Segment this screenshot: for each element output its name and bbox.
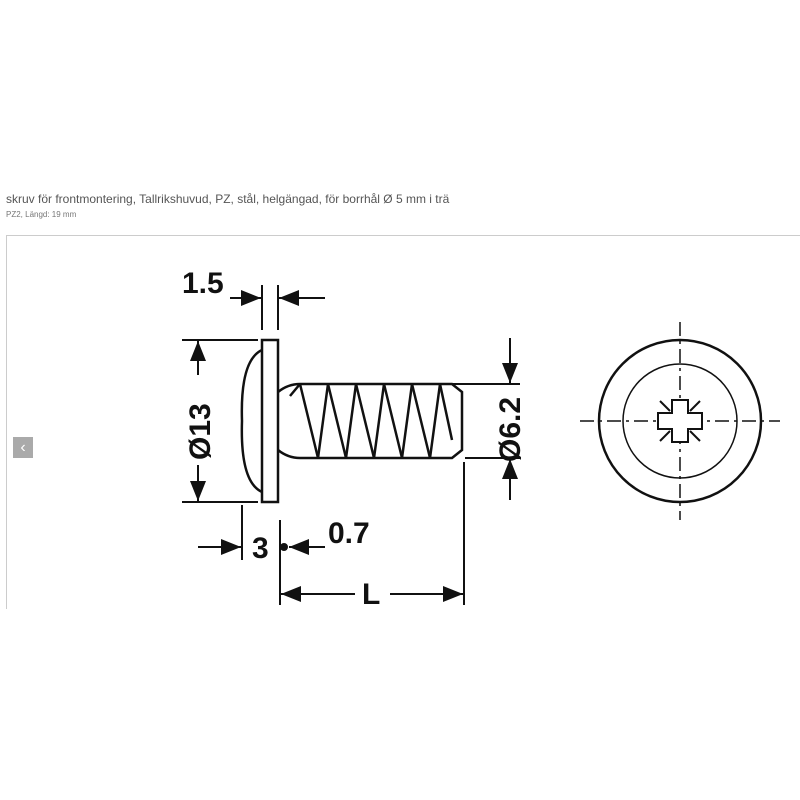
dim-shoulder: 0.7 <box>328 517 370 550</box>
chevron-left-icon: ‹ <box>20 439 26 456</box>
dim-thread-diameter: Ø6.2 <box>494 397 527 462</box>
dim-head-diameter: Ø13 <box>184 403 217 460</box>
product-subtitle: PZ2, Längd: 19 mm <box>6 210 77 219</box>
dim-head-thickness: 1.5 <box>182 267 224 300</box>
previous-image-button[interactable]: ‹ <box>13 437 33 458</box>
dim-head-height: 3 <box>252 532 269 565</box>
image-viewer <box>6 235 800 609</box>
product-title: skruv för frontmontering, Tallrikshuvud,… <box>6 192 450 206</box>
dim-length: L <box>362 578 380 611</box>
